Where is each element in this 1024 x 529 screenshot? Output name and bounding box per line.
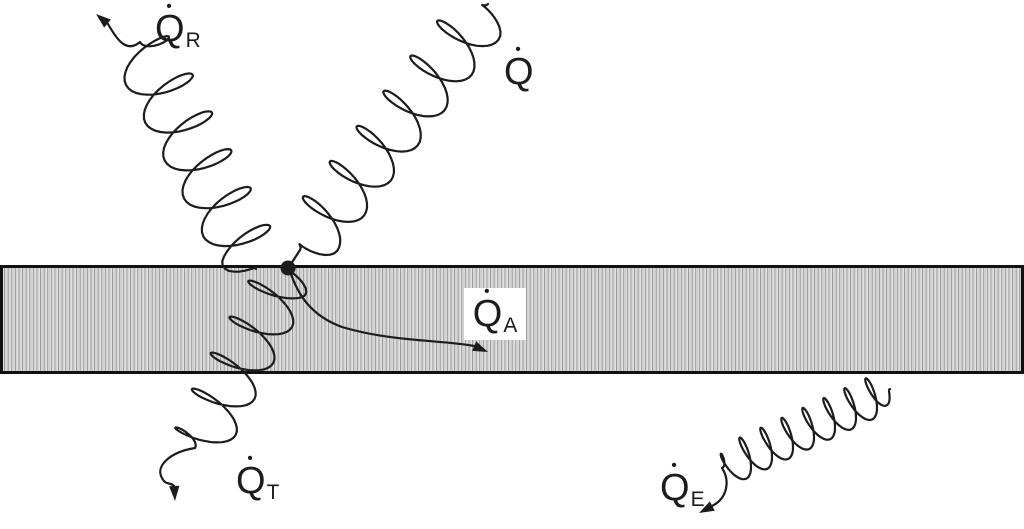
overdot-icon: • [166,0,172,15]
label-q-emitted-base: Q [660,467,690,509]
label-q-transmitted: •QT [236,451,279,503]
overdot-icon: • [483,283,490,300]
label-q-absorbed: •QA [472,284,518,336]
label-q-reflected-base: Q [155,8,185,50]
transmitted-radiation-wave [159,266,308,488]
label-q-incident: •Q [504,42,535,93]
incidence-point-dot [280,260,296,276]
reflected-arrowhead-icon [96,14,111,28]
emitted-arrowhead-icon [699,501,715,513]
label-q-transmitted-sub: T [266,480,280,504]
overdot-icon: • [247,450,253,467]
overdot-icon: • [671,457,677,474]
absorbed-radiation-arrow [288,269,476,348]
overdot-icon: • [515,41,521,58]
transmitted-arrowhead-icon [169,485,180,501]
label-q-emitted-sub: E [690,487,705,511]
incident-radiation-wave [287,2,502,269]
label-q-absorbed-box: •QA [464,284,526,340]
emitted-radiation-wave [710,377,892,508]
label-q-absorbed-sub: A [503,313,518,337]
label-q-transmitted-base: Q [236,460,266,502]
reflected-radiation-wave [106,22,272,273]
label-q-incident-base: Q [504,51,534,93]
label-q-reflected-sub: R [185,28,201,52]
label-q-absorbed-base: Q [472,293,503,335]
label-q-reflected: •QR [155,0,201,51]
absorbed-arrowhead-icon [472,341,488,352]
label-q-emitted: •QE [660,458,705,510]
